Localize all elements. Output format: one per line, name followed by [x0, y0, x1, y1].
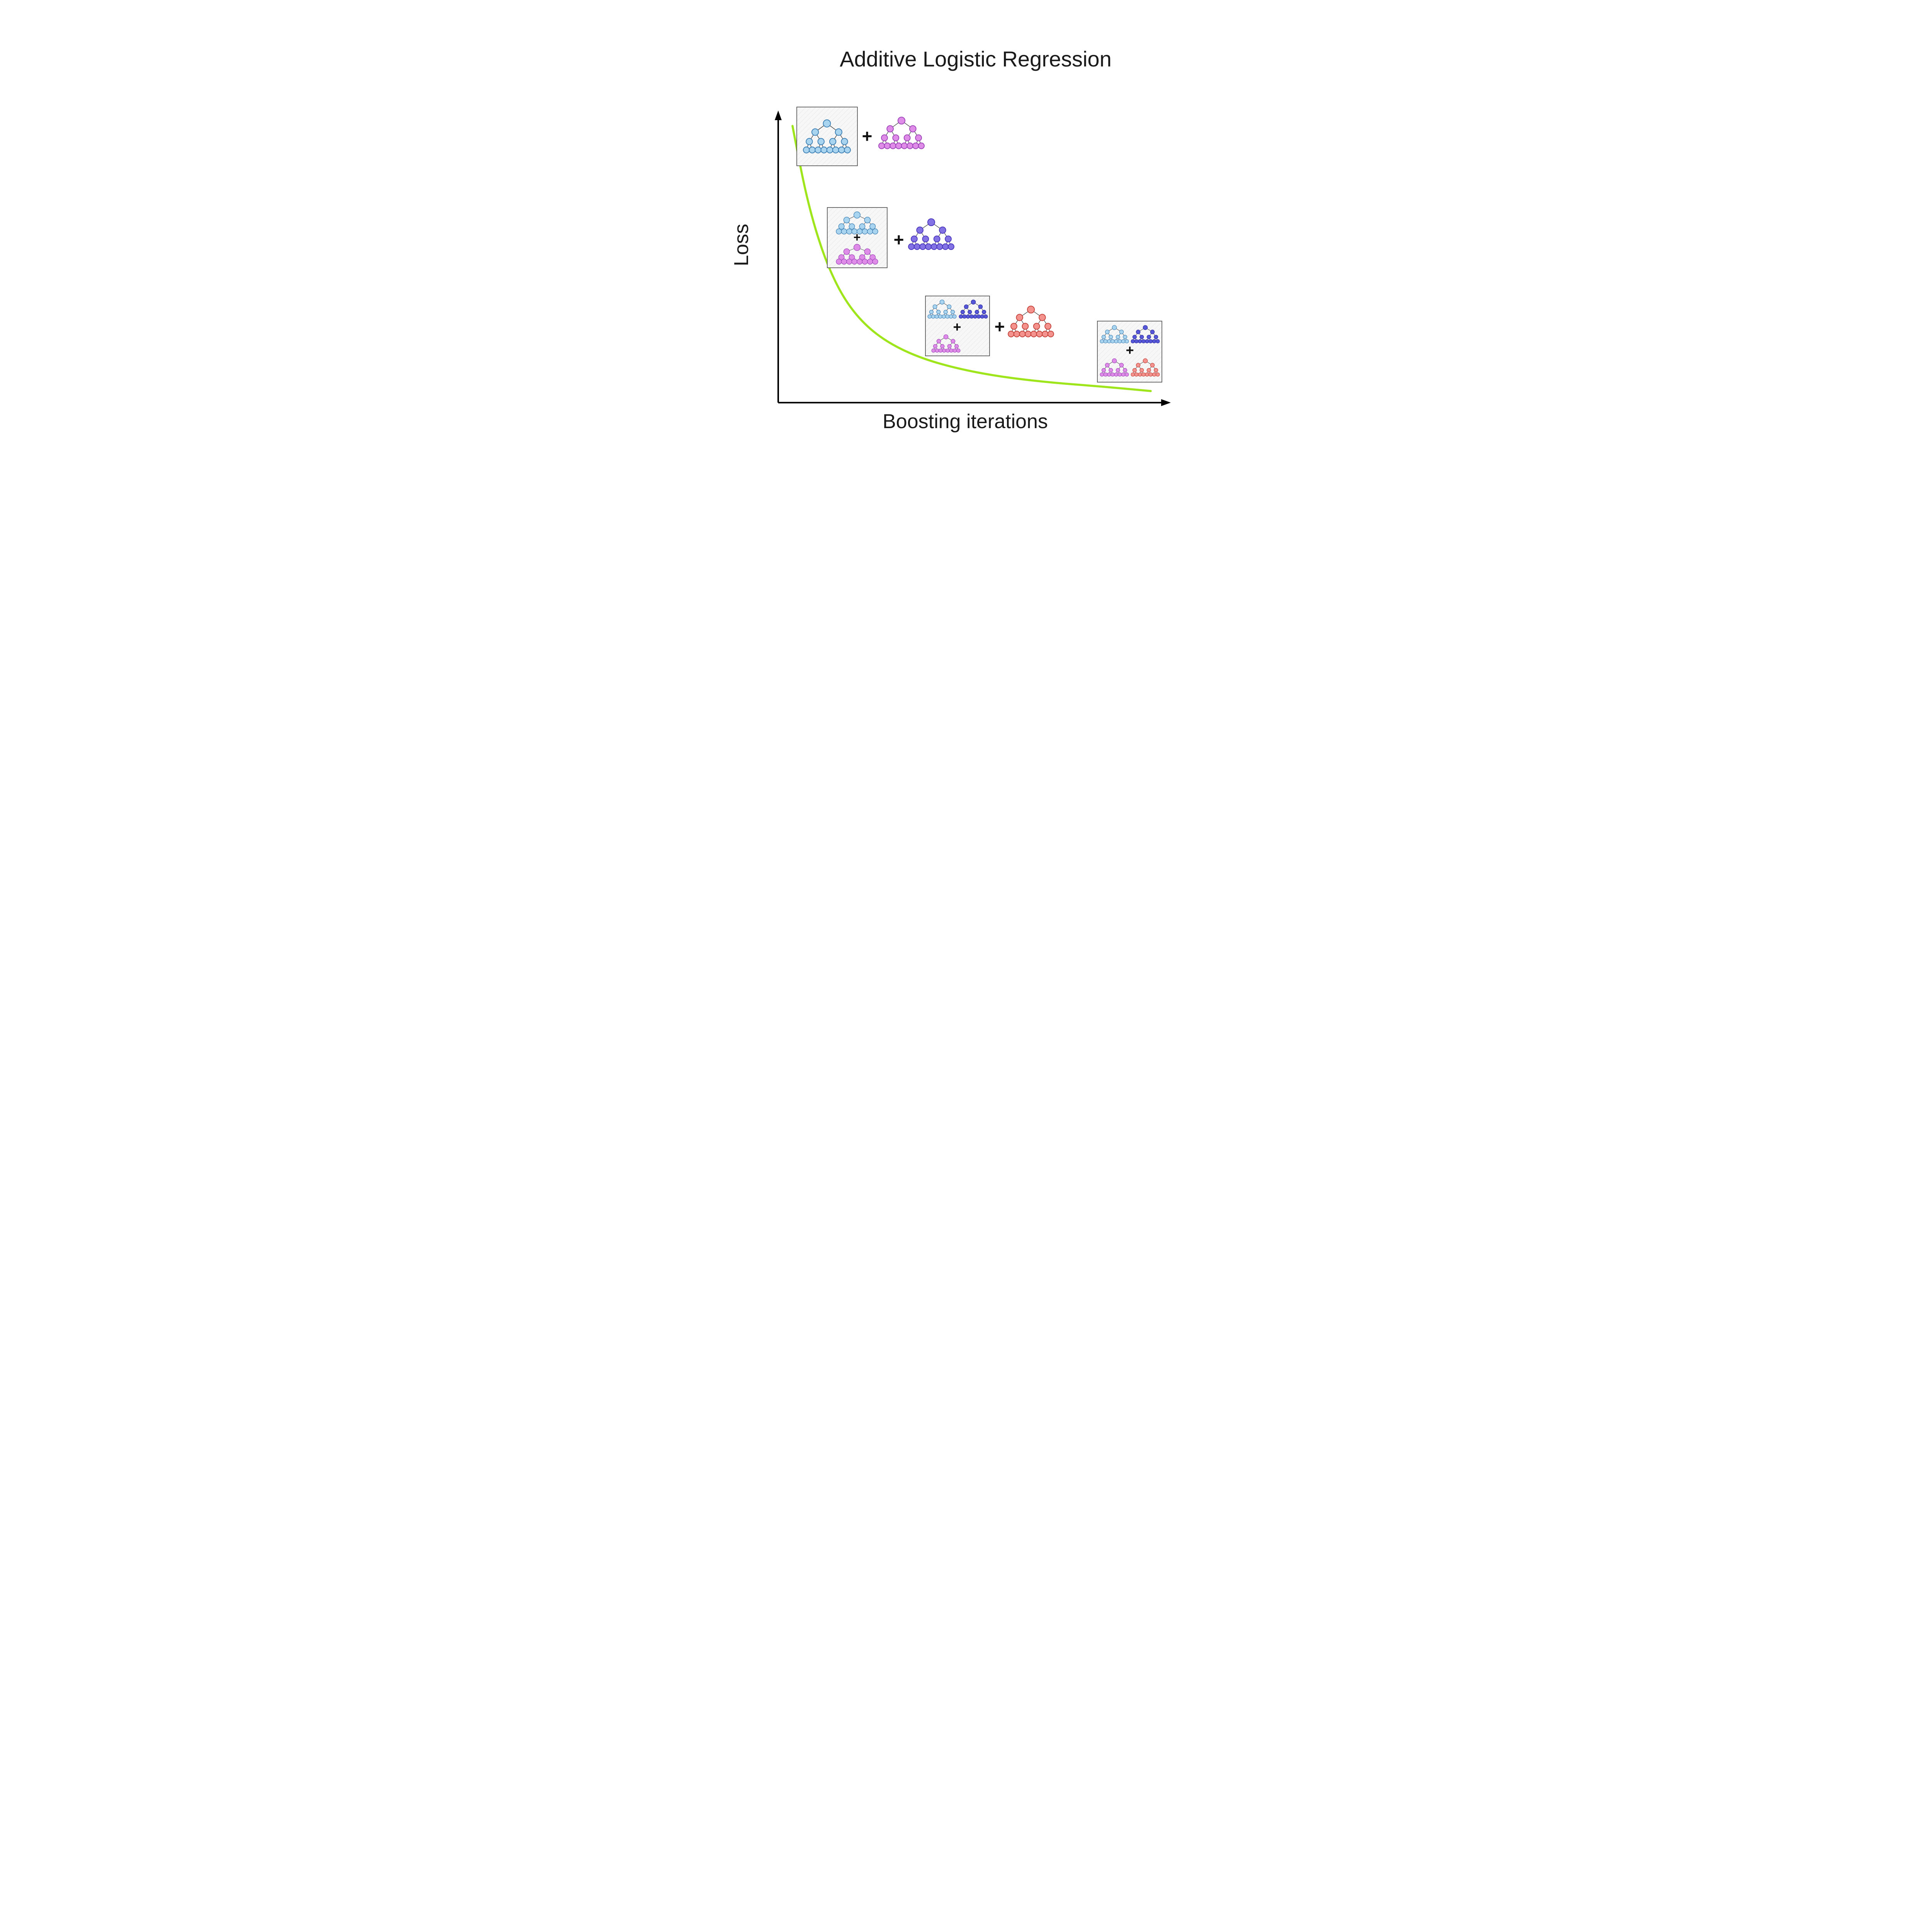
ensemble-box-1 — [796, 107, 858, 166]
ensembles-layer: + + + + + + — [796, 107, 1162, 383]
x-axis-label: Boosting iterations — [883, 410, 1048, 433]
tree-magenta — [878, 117, 925, 149]
tree-indigo — [958, 299, 988, 319]
x-axis-arrowhead-icon — [1161, 399, 1171, 406]
tree-purple — [908, 218, 954, 250]
diagram-title: Additive Logistic Regression — [840, 47, 1111, 71]
tree-magenta — [1099, 358, 1129, 377]
loss-curve-layer — [791, 125, 1152, 392]
y-axis-arrowhead-icon — [774, 111, 782, 120]
loss-curve — [791, 125, 1152, 392]
tree-blue — [835, 211, 878, 235]
tree-blue — [1099, 325, 1129, 344]
tree-red — [1130, 358, 1160, 377]
tree-red — [1007, 306, 1054, 337]
tree-indigo — [1130, 325, 1160, 344]
plus-sign: + — [953, 319, 961, 335]
tree-magenta — [835, 244, 878, 265]
tree-blue — [803, 119, 851, 153]
plus-sign: + — [862, 126, 872, 146]
tree-blue — [927, 299, 957, 319]
figure: + + + + + + Additive Logistic Regression Loss… — [652, 0, 1280, 492]
additive-logistic-regression-figure: + + + + + + Additive Logistic Regression Loss… — [730, 47, 1171, 433]
plus-sign: + — [1126, 342, 1134, 358]
plus-sign: + — [853, 230, 861, 244]
plus-sign: + — [893, 230, 904, 250]
axes — [774, 111, 1171, 406]
tree-magenta — [931, 334, 961, 353]
y-axis-label: Loss — [730, 224, 753, 266]
plus-sign: + — [994, 316, 1005, 337]
